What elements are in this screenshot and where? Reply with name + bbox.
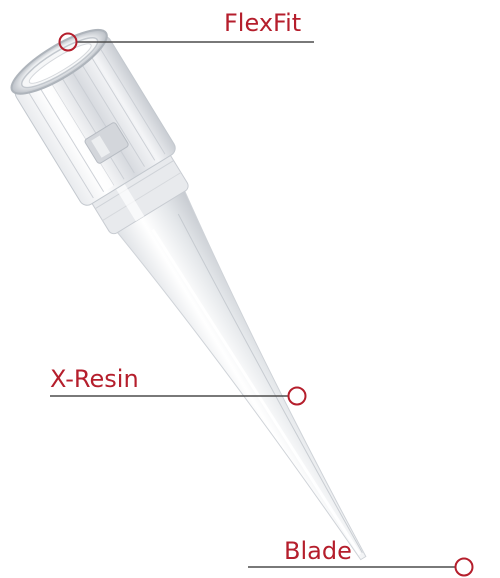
- x-resin-ring-marker: [289, 388, 306, 405]
- flexfit-label: FlexFit: [224, 11, 301, 35]
- pipette-tip-body: [4, 19, 410, 578]
- x-resin-label: X-Resin: [50, 367, 139, 391]
- blade-ring-marker: [456, 559, 473, 576]
- blade-label: Blade: [284, 539, 352, 563]
- blade-callout: [248, 559, 473, 576]
